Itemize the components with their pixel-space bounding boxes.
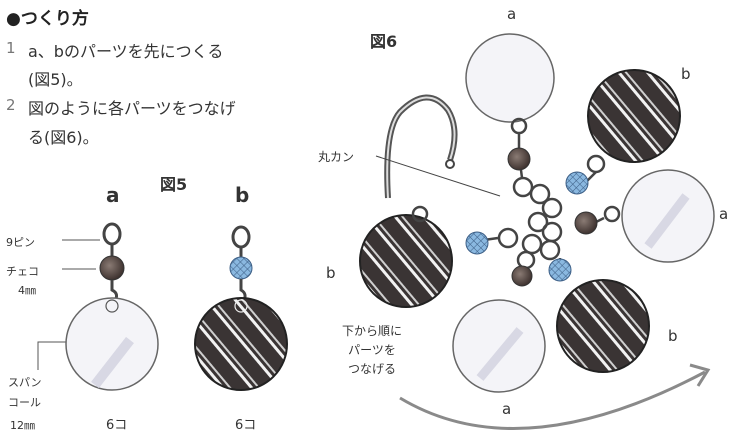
step-text-cont: (図5)。	[28, 70, 83, 89]
figure5-title: 図5	[160, 175, 188, 194]
jump-ring-chain	[411, 117, 621, 270]
label-b-left: b	[326, 264, 336, 282]
step-text-cont: る(図6)。	[28, 128, 99, 147]
sequin-b-topright	[587, 69, 681, 163]
step-text: 図のように各パーツをつなげ	[28, 99, 236, 118]
step-number: 2	[6, 96, 16, 114]
label-b-bottomright: b	[668, 327, 678, 345]
callout-bead-size: 4㎜	[18, 284, 36, 297]
sequin-b-bottomright	[556, 279, 650, 373]
part-a-label: a	[106, 183, 120, 207]
callout-pin: 9ピン	[6, 236, 35, 249]
fig5-part-a	[65, 222, 159, 391]
instructions-heading: ●つくり方	[6, 9, 89, 29]
callout-bead-name: チェコ	[6, 265, 39, 278]
ring-callout: 丸カン	[318, 150, 355, 164]
fig5-part-b	[194, 225, 288, 391]
label-a-right: a	[719, 205, 729, 223]
note-line-1: 下から順に	[341, 324, 402, 338]
step-1: 1 a、bのパーツを先につくる	[6, 38, 223, 61]
callout-sequin-2: コール	[8, 396, 41, 409]
label-a-top: a	[507, 5, 517, 23]
part-a-count: 6コ	[106, 418, 128, 433]
label-a-bottom: a	[502, 400, 512, 418]
callout-sequin-3: 12㎜	[10, 419, 35, 432]
note-line-3: つなげる	[347, 362, 396, 376]
sequin-a-bottom	[452, 299, 546, 393]
assembly-note: 下から順に パーツを つなげる	[332, 322, 412, 379]
callout-sequin-1: スパン	[8, 376, 42, 389]
figure6-title: 図6	[370, 32, 398, 51]
step-2: 2 図のように各パーツをつなげ	[6, 95, 236, 118]
step-text: a、bのパーツを先につくる	[28, 42, 224, 61]
step-number: 1	[6, 39, 16, 57]
sequin-a-top	[465, 33, 555, 123]
sequin-b-left	[359, 214, 453, 308]
note-line-2: パーツを	[348, 343, 396, 357]
part-b-label: b	[235, 183, 250, 207]
part-b-count: 6コ	[235, 418, 257, 433]
label-b-topright: b	[681, 65, 691, 83]
